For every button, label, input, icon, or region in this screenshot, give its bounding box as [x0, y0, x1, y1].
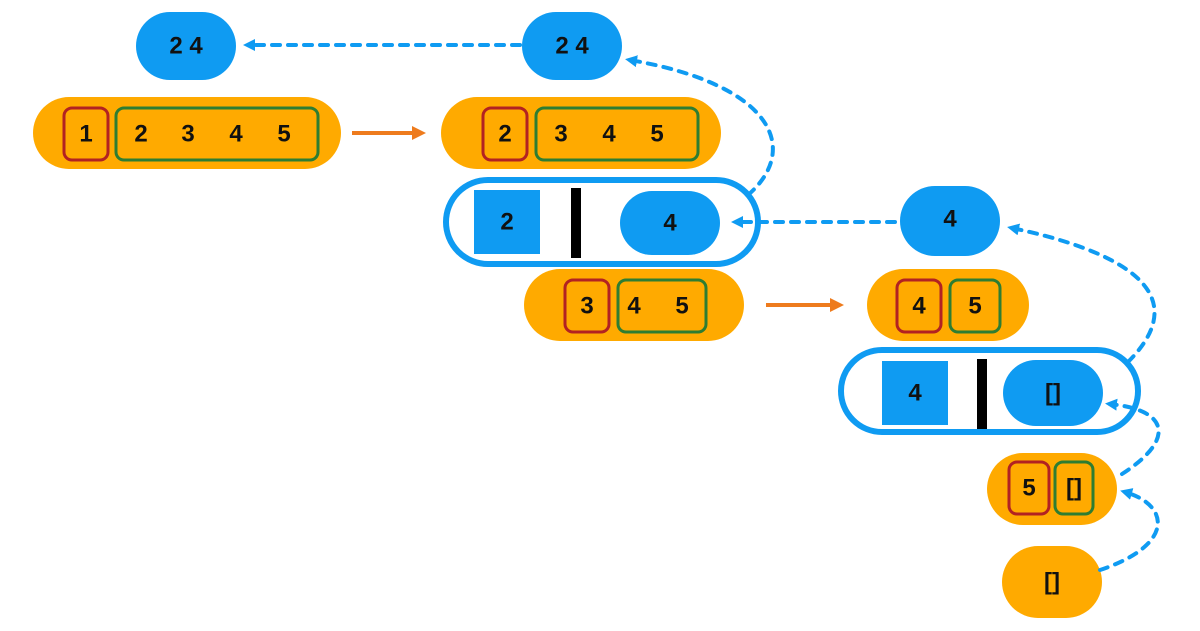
list-e-tail-item: [] [1066, 475, 1082, 502]
list-c-head: 3 [580, 293, 593, 320]
list-a-tail-item: 5 [277, 121, 290, 148]
list-e: 5 [] [987, 453, 1117, 525]
result-pill-mid: 4 [900, 186, 1000, 256]
list-d-head: 4 [912, 293, 926, 320]
list-a-head: 1 [79, 121, 92, 148]
return-arrow-empty-up [1098, 488, 1160, 572]
list-b-tail-item: 4 [602, 121, 616, 148]
cons-box-1-rest: 4 [663, 210, 677, 237]
list-a-tail-item: 2 [134, 121, 147, 148]
cons-box-1: 2 4 [443, 177, 761, 267]
list-b-tail-item: 3 [554, 121, 567, 148]
empty-list-pill: [] [1002, 546, 1102, 618]
result-pill-mid-label: 4 [943, 206, 957, 233]
cons-box-1-divider [571, 188, 581, 258]
result-pill-top-right: 2 4 [522, 12, 622, 80]
list-c: 3 4 5 [524, 269, 744, 341]
cons-box-2-head: 4 [908, 380, 922, 407]
list-a-tail-item: 3 [181, 121, 194, 148]
return-arrow-liste-up [1105, 398, 1161, 476]
cons-box-2-divider [977, 359, 987, 429]
list-b-head: 2 [498, 121, 511, 148]
list-b: 2 3 4 5 [441, 97, 721, 169]
list-c-tail-item: 4 [627, 293, 641, 320]
list-d: 4 5 [867, 269, 1029, 341]
cons-box-2: 4 [] [838, 347, 1141, 435]
return-arrow-cons1-up [625, 55, 775, 197]
result-pill-top-left-label: 2 4 [169, 33, 203, 60]
return-arrow-cons2-up [1007, 223, 1157, 364]
result-pill-top-left: 2 4 [136, 12, 236, 80]
list-c-tail-item: 5 [675, 293, 688, 320]
result-pill-top-right-label: 2 4 [555, 33, 589, 60]
list-b-tail-item: 5 [650, 121, 663, 148]
list-a-tail-item: 4 [229, 121, 243, 148]
list-e-head: 5 [1022, 475, 1035, 502]
empty-list-label: [] [1044, 569, 1060, 596]
list-a: 1 2 3 4 5 [33, 97, 341, 169]
cons-box-2-rest: [] [1045, 380, 1061, 407]
cons-box-1-head: 2 [500, 209, 513, 236]
list-d-tail-item: 5 [968, 293, 981, 320]
